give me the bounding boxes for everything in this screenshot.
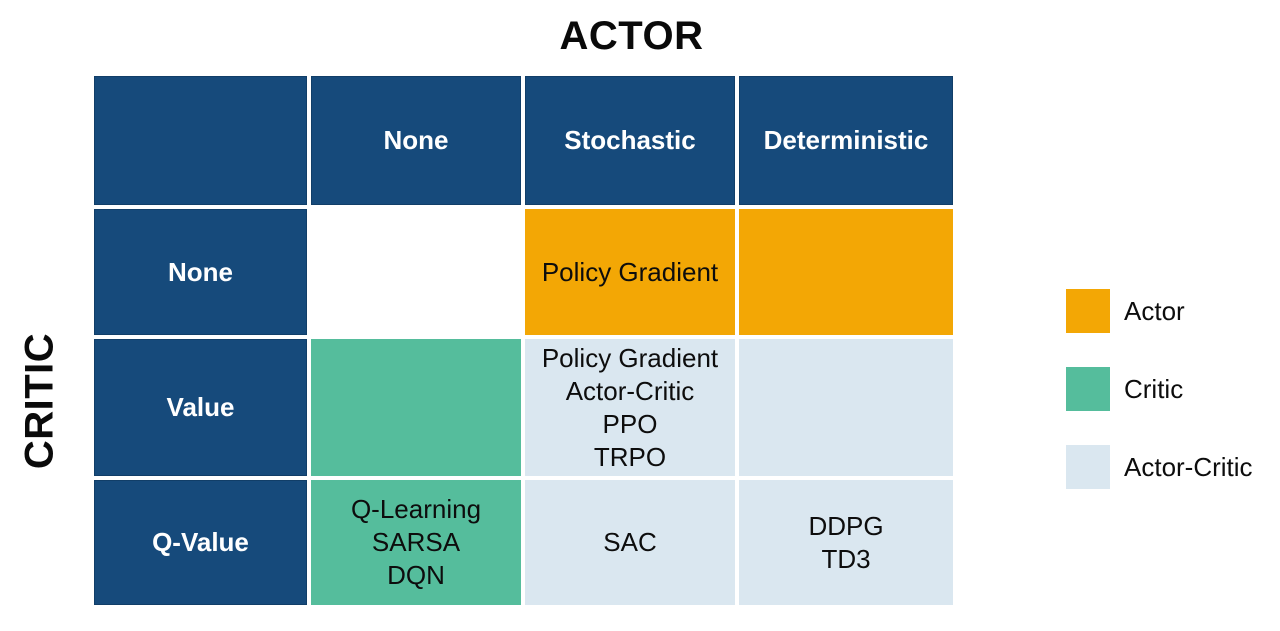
row-header-none: None <box>94 209 307 335</box>
cell-none-none <box>311 209 521 335</box>
cell-q-value-none: Q-Learning SARSA DQN <box>311 480 521 605</box>
legend: Actor Critic Actor-Critic <box>1066 289 1253 523</box>
cell-value-stochastic: Policy Gradient Actor-Critic PPO TRPO <box>525 339 735 476</box>
critic-axis-title: CRITIC <box>17 332 62 470</box>
cell-none-stochastic: Policy Gradient <box>525 209 735 335</box>
col-header-stochastic: Stochastic <box>525 76 735 205</box>
legend-label-actor: Actor <box>1124 295 1185 326</box>
algorithm-matrix: None Stochastic Deterministic None Polic… <box>94 76 953 605</box>
legend-item-actor: Actor <box>1066 289 1253 333</box>
col-header-deterministic: Deterministic <box>739 76 953 205</box>
legend-label-critic: Critic <box>1124 373 1184 404</box>
legend-item-actor-critic: Actor-Critic <box>1066 445 1253 489</box>
actor-color-swatch <box>1066 289 1110 333</box>
cell-value-deterministic <box>739 339 953 476</box>
col-header-none: None <box>311 76 521 205</box>
legend-label-actor-critic: Actor-Critic <box>1124 451 1253 482</box>
cell-q-value-deterministic: DDPG TD3 <box>739 480 953 605</box>
row-header-value: Value <box>94 339 307 476</box>
critic-color-swatch <box>1066 367 1110 411</box>
cell-q-value-stochastic: SAC <box>525 480 735 605</box>
cell-none-deterministic <box>739 209 953 335</box>
actor-axis-title: ACTOR <box>559 14 704 58</box>
cell-value-none <box>311 339 521 476</box>
corner-cell <box>94 76 307 205</box>
row-header-q-value: Q-Value <box>94 480 307 605</box>
actor-critic-color-swatch <box>1066 445 1110 489</box>
legend-item-critic: Critic <box>1066 367 1253 411</box>
